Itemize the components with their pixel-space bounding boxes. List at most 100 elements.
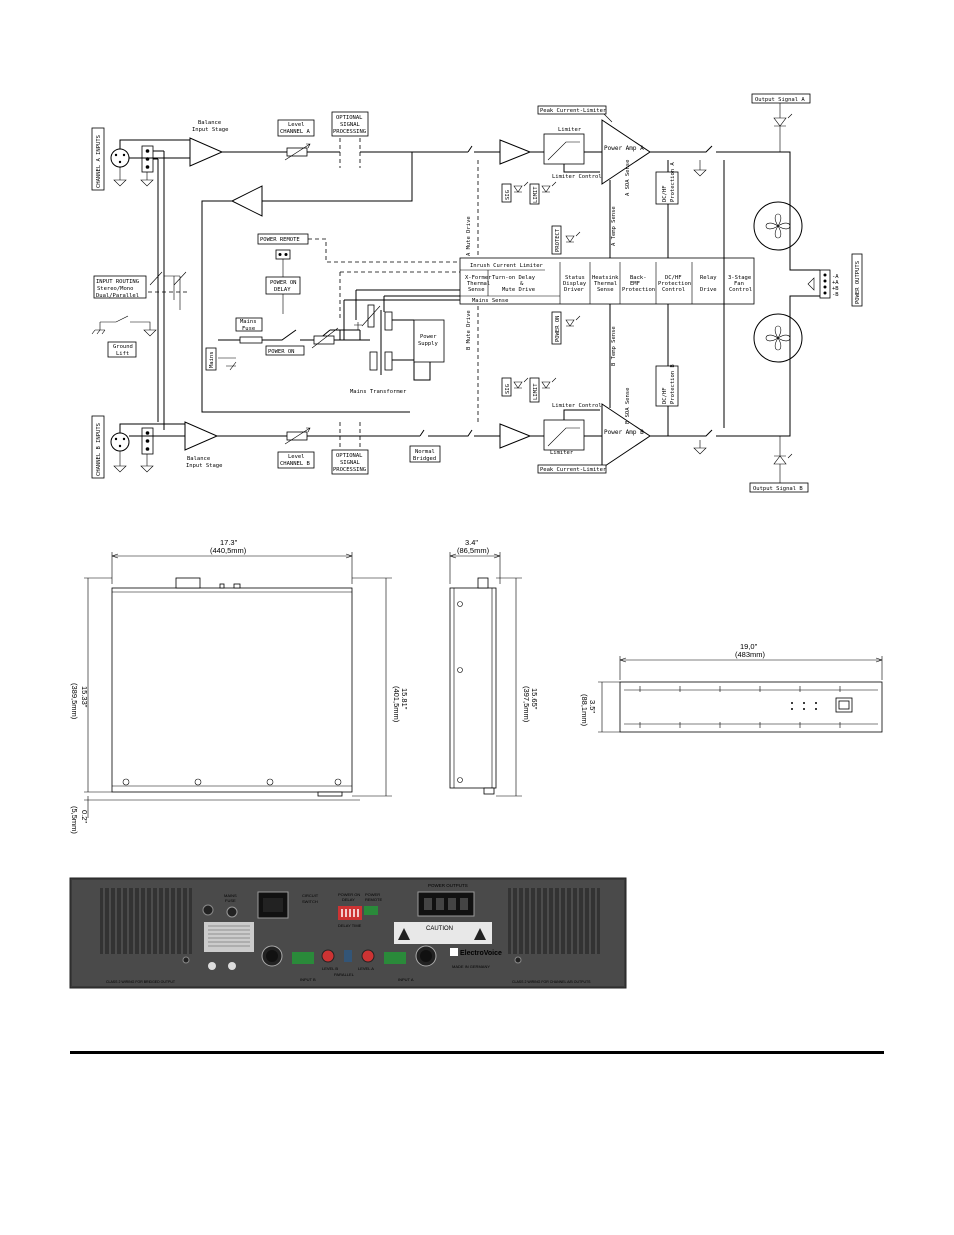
balance-input-stage-a: Balance Input Stage [189,120,287,167]
svg-text:Inrush Current Limiter: Inrush Current Limiter [470,263,544,269]
channel-b-input-connector: CHANNEL B INPUTS [91,415,185,479]
svg-text:CAUTION: CAUTION [426,926,453,932]
svg-text:(401,5mm): (401,5mm) [392,686,401,723]
svg-text:FUSE: FUSE [225,898,236,903]
svg-text:Sense: Sense [468,287,485,293]
svg-text:Limiter Control: Limiter Control [552,174,602,180]
svg-text:CIRCUIT: CIRCUIT [302,893,319,898]
svg-text:Protection A: Protection A [670,162,676,202]
svg-text:Normal: Normal [415,449,435,455]
svg-text:Limiter: Limiter [558,127,582,133]
svg-text:PROCESSING: PROCESSING [333,467,366,473]
xlr-input-a [415,945,437,967]
channel-a-leds: SIG LIMIT PROTECT [501,181,581,255]
svg-text:0.2": 0.2" [80,810,89,823]
svg-text:SIGNAL: SIGNAL [340,460,361,466]
optional-processing-a: OPTIONAL SIGNAL PROCESSING [331,111,468,168]
svg-text:DC/HF: DC/HF [662,185,668,202]
power-remote: POWER REMOTE POWER ON DELAY [257,233,460,314]
control-block: Inrush Current Limiter X-Former Thermal … [459,257,755,305]
svg-text:Mains Sense: Mains Sense [472,298,508,304]
svg-text:Mains: Mains [209,351,215,368]
svg-text:Output Signal A: Output Signal A [755,97,805,103]
channel-a-input-connector: CHANNEL A INPUTS [91,127,190,191]
svg-text:Peak Current-Limiter: Peak Current-Limiter [540,108,607,114]
svg-text:-B: -B [832,292,839,298]
svg-text:15.65": 15.65" [530,688,539,710]
svg-text:Level: Level [288,454,305,460]
svg-text:MADE IN GERMANY: MADE IN GERMANY [452,964,490,969]
svg-text:(389,5mm): (389,5mm) [70,683,79,720]
svg-text:CLASS 2 WIRING FOR CHANNEL A/B: CLASS 2 WIRING FOR CHANNEL A/B OUTPUTS [512,980,591,984]
svg-text:Mains: Mains [240,319,257,325]
front-view-drawing: 19,0" (483mm) 3.5" (88,1mm) [580,642,883,733]
svg-text:15.33": 15.33" [80,686,89,708]
svg-text:Heatsink: Heatsink [592,275,619,281]
svg-text:PARALLEL: PARALLEL [334,972,355,977]
level-channel-b: Level CHANNEL B [277,427,420,469]
svg-text:LIMIT: LIMIT [533,383,539,400]
channel-b-power-stage: Limiter Control Limiter Power Amp B Peak… [409,304,724,474]
level-knob-a [361,949,375,963]
fans-and-outputs: -A +A +B -B POWER OUTPUTS Output Signal … [723,93,863,493]
top-view-drawing: 17.3" (440,5mm) 15.33" (389,5mm) 0.2" (5… [70,538,409,834]
svg-text:Peak Current-Limiter: Peak Current-Limiter [540,467,607,473]
svg-text:17.3": 17.3" [220,538,238,547]
mains-section: Mains Fuse Mains POWER ON [205,304,381,371]
xlr-input-b [261,945,283,967]
svg-text:Input Stage: Input Stage [186,463,222,469]
svg-text:B Mute Drive: B Mute Drive [466,310,472,350]
right-fan-grille [508,888,600,954]
svg-text:REMOTE: REMOTE [365,897,382,902]
svg-text:(86,5mm): (86,5mm) [457,546,490,555]
svg-text:PROCESSING: PROCESSING [333,129,366,135]
svg-text:Level: Level [288,122,305,128]
svg-text:(483mm): (483mm) [735,650,766,659]
svg-text:POWER REMOTE: POWER REMOTE [260,237,300,243]
balance-input-stage-b: Balance Input Stage [184,421,287,469]
svg-text:Dual/Parallel: Dual/Parallel [96,293,139,299]
svg-text:+B: +B [832,286,839,292]
svg-text:OPTIONAL: OPTIONAL [336,453,363,459]
electro-voice-logo: ElectroVoice [450,948,502,957]
iec-power-inlet [257,891,289,919]
svg-text:OPTIONAL: OPTIONAL [336,115,363,121]
svg-text:DELAY: DELAY [342,897,355,902]
svg-text:CHANNEL B INPUTS: CHANNEL B INPUTS [96,423,102,476]
svg-text:Mains Transformer: Mains Transformer [350,389,407,395]
horizontal-rule [70,1051,884,1054]
svg-text:EMF: EMF [630,281,640,287]
svg-text:B Temp Sense: B Temp Sense [611,326,617,366]
svg-text:DC/HF: DC/HF [665,275,682,281]
svg-text:Limiter: Limiter [550,450,574,456]
svg-text:+A: +A [832,280,839,286]
svg-text:Stereo/Mono: Stereo/Mono [97,286,133,292]
svg-text:B SOA Sense: B SOA Sense [625,388,631,424]
svg-text:MAINS: MAINS [224,893,237,898]
svg-text:Control: Control [729,287,752,293]
mains-transformer: Power Supply Mains Transformer [339,271,460,395]
svg-text:SIGNAL: SIGNAL [340,122,361,128]
svg-text:PROTECT: PROTECT [555,228,561,252]
svg-text:Bridged: Bridged [413,456,436,462]
block-diagram: CHANNEL A INPUTS Balance Input Stage Lev… [91,93,863,493]
svg-text:Protection: Protection [622,287,655,293]
svg-text:POWER ON: POWER ON [268,349,295,355]
svg-text:Thermal: Thermal [467,281,490,287]
svg-text:DELAY TIME: DELAY TIME [338,923,362,928]
rear-panel-photo: MAINS FUSE CIRCUIT SWITCH POWER ON DELAY… [69,877,627,989]
svg-text:ElectroVoice: ElectroVoice [460,950,502,957]
svg-text:SIG: SIG [505,190,511,200]
svg-text:Status: Status [565,275,585,281]
svg-text:(5,5mm): (5,5mm) [70,806,79,834]
svg-text:Fan: Fan [734,281,744,287]
svg-text:POWER ON: POWER ON [270,280,297,286]
mute-drive-lines: A Mute Drive B Mute Drive [419,145,500,437]
svg-text:Power Amp A: Power Amp A [604,145,644,152]
svg-text:Fuse: Fuse [242,326,255,332]
feedback-amp [201,152,413,413]
optional-processing-b: OPTIONAL SIGNAL PROCESSING [331,422,369,475]
svg-text:Balance: Balance [198,120,221,126]
level-knob-b [321,949,335,963]
